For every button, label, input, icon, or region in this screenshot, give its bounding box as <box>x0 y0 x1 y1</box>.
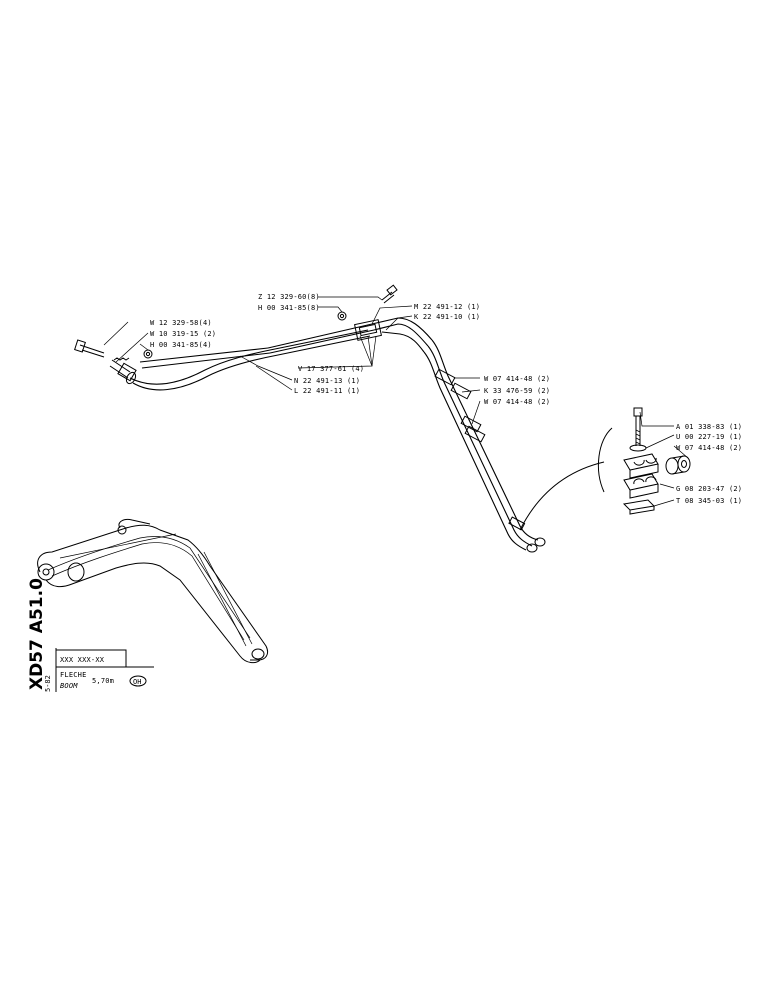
badge-text: OH <box>133 678 141 686</box>
clamp-detail <box>519 407 691 531</box>
label-w07-a: W 07 414-48 (2) <box>484 375 550 383</box>
label-m22: M 22 491-12 (1) <box>414 303 480 311</box>
label-l22: L 22 491-11 (1) <box>294 387 360 395</box>
sheet-ref: 5-82 <box>44 675 52 692</box>
label-n22: N 22 491-13 (1) <box>294 377 360 385</box>
label-w07-c: W 07 414-48 (2) <box>676 444 742 452</box>
label-z12: Z 12 329-60(8) <box>258 293 320 301</box>
leader-lines <box>103 296 689 507</box>
drawing-code: XD57 A51.0 <box>27 578 47 690</box>
label-k22: K 22 491-10 (1) <box>414 313 480 321</box>
part-labels: Z 12 329-60(8) H 00 341-85(8) W 12 329-5… <box>150 293 742 505</box>
label-k33: K 33 476-59 (2) <box>484 387 550 395</box>
label-u00: U 00 227-19 (1) <box>676 433 742 441</box>
part-name-en: BOOM <box>60 682 78 690</box>
label-w12: W 12 329-58(4) <box>150 319 212 327</box>
label-h00-8: H 00 341-85(8) <box>258 304 320 312</box>
title-block: XD57 A51.0 5-82 XXX XXX-XX FLECHE BOOM 5… <box>27 578 154 692</box>
part-name-fr: FLECHE <box>60 671 87 679</box>
boom-size: 5,70m <box>92 677 114 685</box>
pipe-assembly <box>74 284 546 553</box>
label-w10: W 10 319-15 (2) <box>150 330 216 338</box>
label-w07-b: W 07 414-48 (2) <box>484 398 550 406</box>
serial-number: XXX XXX-XX <box>60 656 105 664</box>
badge-outline <box>129 675 147 687</box>
label-v17: V 17 377-61 (4) <box>298 365 364 373</box>
label-a01: A 01 338-83 (1) <box>676 423 742 431</box>
label-g08: G 08 203-47 (2) <box>676 485 742 493</box>
label-t08: T 08 345-03 (1) <box>676 497 742 505</box>
label-h00-4: H 00 341-85(4) <box>150 341 212 349</box>
boom-thumbnail <box>37 519 269 664</box>
